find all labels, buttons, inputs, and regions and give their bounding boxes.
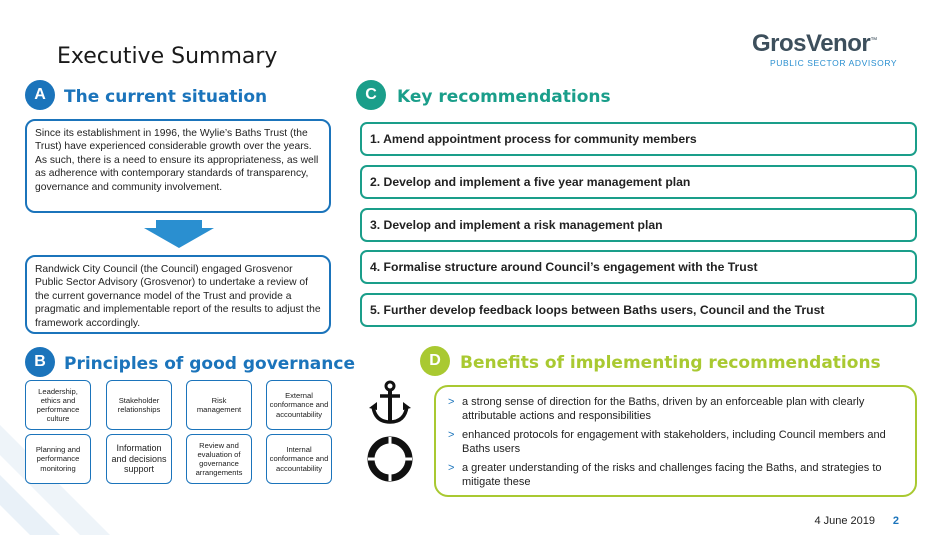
- benefits-box: > a strong sense of direction for the Ba…: [434, 385, 917, 497]
- recommendation-2: 2. Develop and implement a five year man…: [360, 165, 917, 199]
- section-a-title: The current situation: [64, 87, 268, 107]
- benefit-text: a strong sense of direction for the Bath…: [462, 396, 865, 423]
- page-title: Executive Summary: [57, 44, 278, 69]
- footer-date: 4 June 2019: [814, 515, 875, 527]
- section-d-title: Benefits of implementing recommendations: [460, 353, 881, 373]
- grosvenor-logo: GrosVenor™ PUBLIC SECTOR ADVISORY: [752, 30, 902, 72]
- down-arrow-icon: [144, 220, 214, 248]
- recommendation-5: 5. Further develop feedback loops betwee…: [360, 293, 917, 327]
- benefit-item: > a greater understanding of the risks a…: [448, 461, 905, 489]
- section-c-badge: C: [356, 80, 386, 110]
- page-number: 2: [892, 515, 899, 527]
- logo-tagline: PUBLIC SECTOR ADVISORY: [770, 58, 898, 68]
- principle-internal-conformance: Internal conformance and accountability: [266, 434, 332, 484]
- anchor-icon: [369, 380, 411, 424]
- section-a-badge: A: [25, 80, 55, 110]
- section-c-title: Key recommendations: [397, 87, 611, 107]
- lifebuoy-icon: [367, 436, 413, 482]
- principle-review: Review and evaluation of governance arra…: [186, 434, 252, 484]
- section-d-badge: D: [420, 346, 450, 376]
- chevron-right-icon: >: [448, 429, 455, 442]
- recommendation-1: 1. Amend appointment process for communi…: [360, 122, 917, 156]
- current-situation-box: Since its establishment in 1996, the Wyl…: [25, 119, 331, 213]
- section-b-title: Principles of good governance: [64, 354, 355, 374]
- logo-wordmark: GrosVenor™: [752, 30, 877, 57]
- engagement-box: Randwick City Council (the Council) enga…: [25, 255, 331, 334]
- benefit-text: a greater understanding of the risks and…: [462, 462, 882, 489]
- principle-information: Information and decisions support: [106, 434, 172, 484]
- benefit-text: enhanced protocols for engagement with s…: [462, 429, 886, 456]
- chevron-right-icon: >: [448, 462, 455, 475]
- recommendation-3: 3. Develop and implement a risk manageme…: [360, 208, 917, 242]
- principle-risk: Risk management: [186, 380, 252, 430]
- benefit-item: > enhanced protocols for engagement with…: [448, 428, 905, 456]
- section-b-badge: B: [25, 347, 55, 377]
- principle-stakeholder: Stakeholder relationships: [106, 380, 172, 430]
- chevron-right-icon: >: [448, 396, 455, 408]
- benefit-item: > a strong sense of direction for the Ba…: [448, 395, 905, 423]
- recommendation-4: 4. Formalise structure around Council’s …: [360, 250, 917, 284]
- principle-planning: Planning and performance monitoring: [25, 434, 91, 484]
- principle-external-conformance: External conformance and accountability: [266, 380, 332, 430]
- principle-leadership: Leadership, ethics and performance cultu…: [25, 380, 91, 430]
